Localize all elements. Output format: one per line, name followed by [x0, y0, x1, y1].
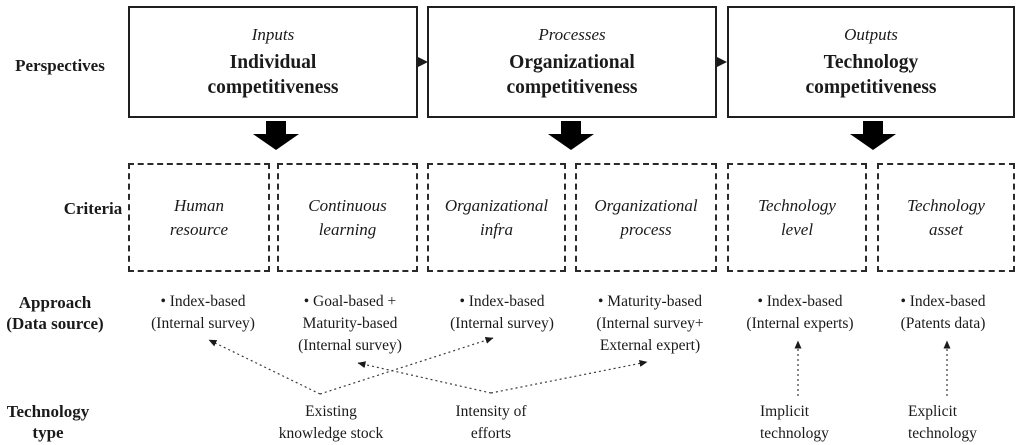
approach-item-3: • Index-based (Internal survey): [450, 293, 554, 332]
dotted-arrow-intensity-to-approach4: [490, 360, 648, 394]
block-arrow-down-icon: [548, 121, 594, 150]
flow-arrow-right-icon: [717, 57, 727, 67]
criteria-box-organizational-process: Organizational process: [575, 163, 717, 272]
perspective-title: Individual competitiveness: [207, 52, 339, 98]
perspective-title: Organizational competitiveness: [506, 52, 638, 98]
perspective-title: Technology competitiveness: [805, 52, 937, 98]
row-label-criteria: Criteria: [63, 199, 123, 218]
dotted-arrow-intensity-to-approach2: [357, 361, 492, 394]
approach-item-4: • Maturity-based (Internal survey+ Exter…: [596, 293, 704, 354]
approach-item-5: • Index-based (Internal experts): [746, 293, 854, 332]
technology-type-explicit-technology: Explicit technology: [908, 403, 977, 442]
perspective-tag: Outputs: [844, 25, 898, 44]
technology-type-intensity-of-efforts: Intensity of efforts: [455, 403, 527, 442]
criteria-box-technology-level: Technology level: [727, 163, 867, 272]
technology-type-implicit-technology: Implicit technology: [760, 403, 829, 442]
perspective-tag: Inputs: [251, 25, 295, 44]
row-label-technology-type: Technology type: [0, 401, 96, 443]
perspective-box-outputs: Outputs Technology competitiveness: [727, 6, 1015, 118]
perspective-tag: Processes: [538, 25, 606, 44]
perspective-box-inputs: Inputs Individual competitiveness: [128, 6, 418, 118]
criteria-box-organizational-infra: Organizational infra: [427, 163, 566, 272]
perspective-box-processes: Processes Organizational competitiveness: [427, 6, 717, 118]
row-label-technology-type-line2: type: [32, 423, 64, 442]
approach-item-1: • Index-based (Internal survey): [151, 293, 255, 332]
row-label-approach: Approach (Data source): [0, 292, 110, 334]
criteria-box-technology-asset: Technology asset: [877, 163, 1015, 272]
row-label-perspectives: Perspectives: [15, 56, 105, 75]
criteria-box-human-resource: Human resource: [128, 163, 270, 272]
block-arrow-down-icon: [253, 121, 299, 150]
row-label-technology-type-line1: Technology: [6, 402, 90, 421]
approach-item-2: • Goal-based + Maturity-based (Internal …: [298, 293, 402, 354]
block-arrow-down-icon: [850, 121, 896, 150]
row-label-approach-line1: Approach: [18, 293, 92, 312]
row-label-approach-line2: (Data source): [6, 314, 104, 333]
criteria-box-continuous-learning: Continuous learning: [277, 163, 418, 272]
technology-type-existing-knowledge-stock: Existing knowledge stock: [278, 403, 384, 442]
approach-item-6: • Index-based (Patents data): [900, 293, 986, 332]
